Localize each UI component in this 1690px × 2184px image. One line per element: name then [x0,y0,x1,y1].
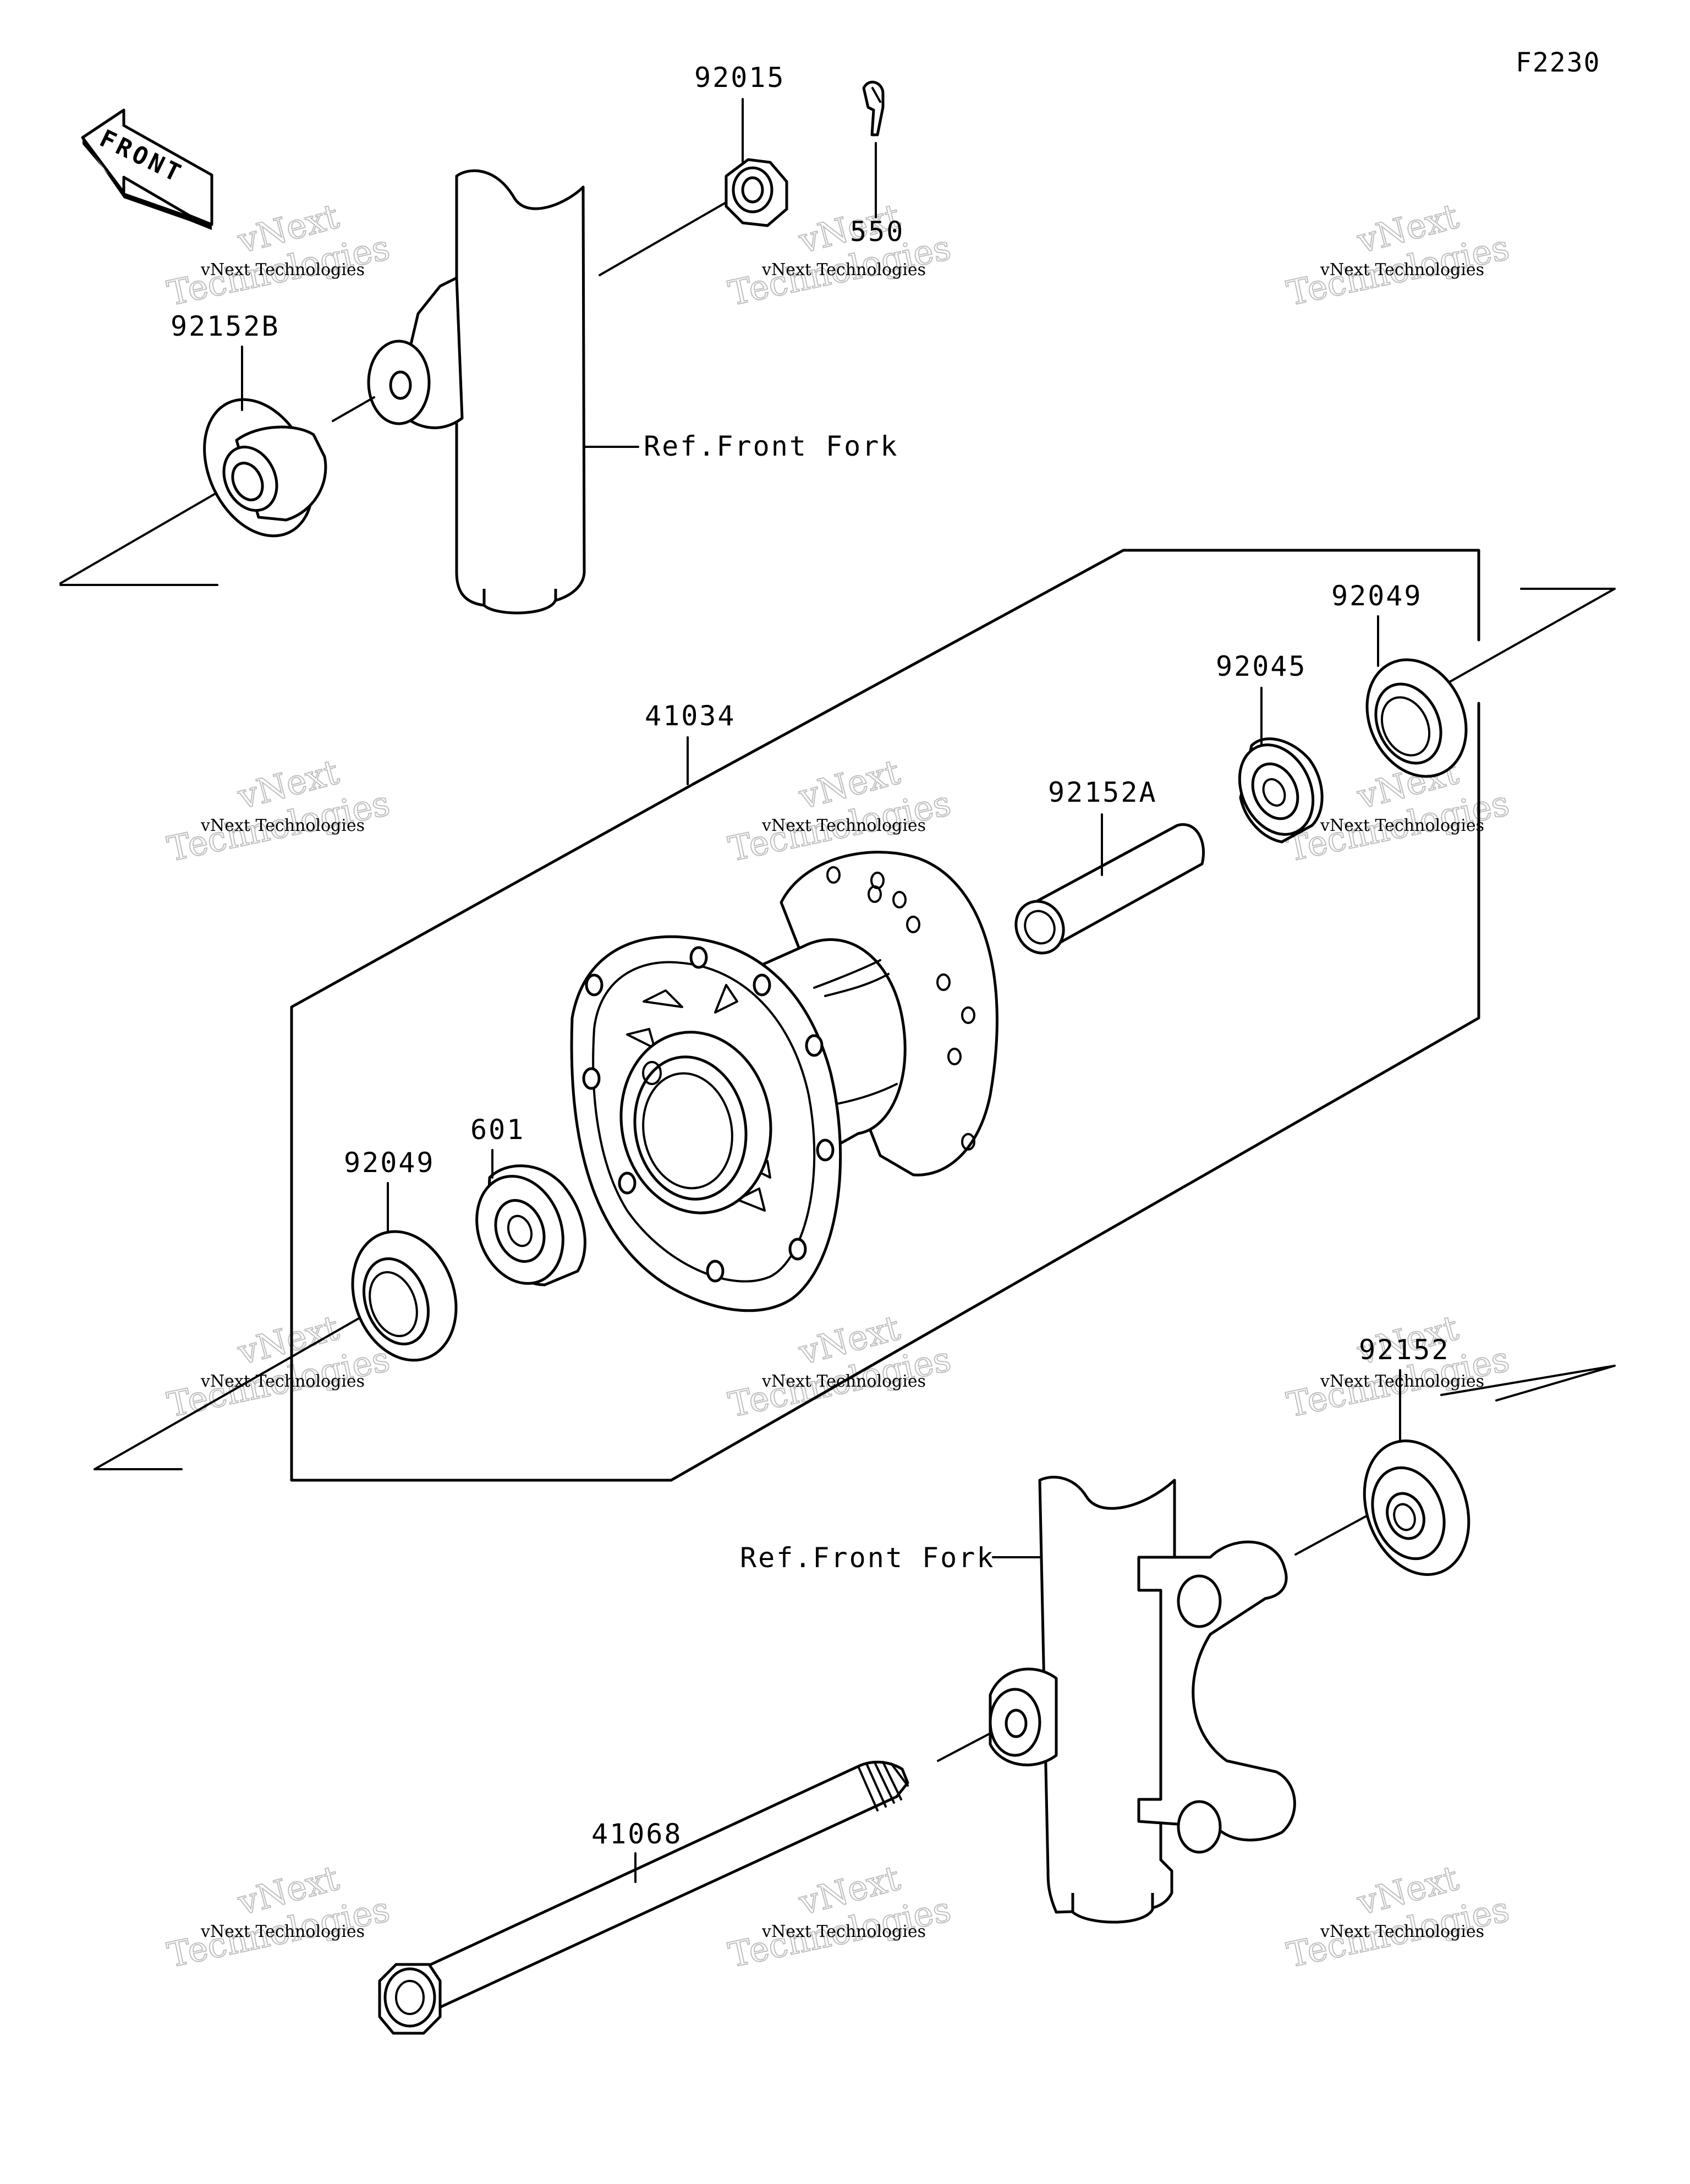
callout-92049-left: 92049 [344,1147,435,1179]
callout-92015: 92015 [694,62,786,94]
front-hub [570,851,998,1312]
front-direction-arrow: FRONT [81,108,213,230]
callout-41034: 41034 [645,700,736,732]
watermark-caption: vNext Technologies [761,260,926,280]
ball-bearing-601 [475,1164,586,1287]
oil-seal-92049-right [1365,658,1468,778]
oil-seal-92049-left [351,1230,458,1362]
watermark-caption: vNext Technologies [1320,1372,1484,1391]
callout-601: 601 [470,1114,525,1146]
watermark-caption: vNext Technologies [1320,260,1484,280]
ball-bearing-92045 [1238,737,1324,844]
far-flange-bolt-holes [826,866,975,1151]
watermark-caption: vNext Technologies [761,816,926,835]
callout-leader-lines [241,98,1401,1883]
watermark-caption: vNext Technologies [200,1922,365,1941]
callout-ref-front-fork-top: Ref.Front Fork [644,430,898,462]
wheel-assembly-41034-frame [290,549,1480,1482]
watermark-caption: vNext Technologies [200,1372,365,1391]
callout-550: 550 [850,216,904,248]
front-axle-41068 [378,1760,909,2035]
cotter-pin-550 [862,80,885,136]
callout-92152: 92152 [1359,1334,1450,1366]
watermark-caption: vNext Technologies [200,816,365,835]
watermark-caption: vNext Technologies [761,1922,926,1941]
callout-92049-right: 92049 [1331,580,1423,612]
watermark-caption: vNext Technologies [200,260,365,280]
watermark-caption: vNext Technologies [1320,1922,1484,1941]
collar-92152 [1363,1439,1470,1576]
callout-41068: 41068 [591,1818,683,1850]
figure-code: F2230 [1516,47,1601,78]
axle-nut-92015 [725,158,788,227]
upper-front-fork-leg [367,169,586,615]
callout-92152B: 92152B [171,310,280,342]
near-flange-bolt-holes [582,946,835,1283]
collar-92152B [203,398,327,538]
distance-collar-92152A [1014,823,1205,955]
callout-92152A: 92152A [1048,776,1157,808]
callout-ref-front-fork-bottom: Ref.Front Fork [740,1542,995,1574]
watermark-caption: vNext Technologies [1320,816,1484,835]
lower-front-fork-leg [989,1476,1296,1924]
callout-92045: 92045 [1216,650,1307,682]
